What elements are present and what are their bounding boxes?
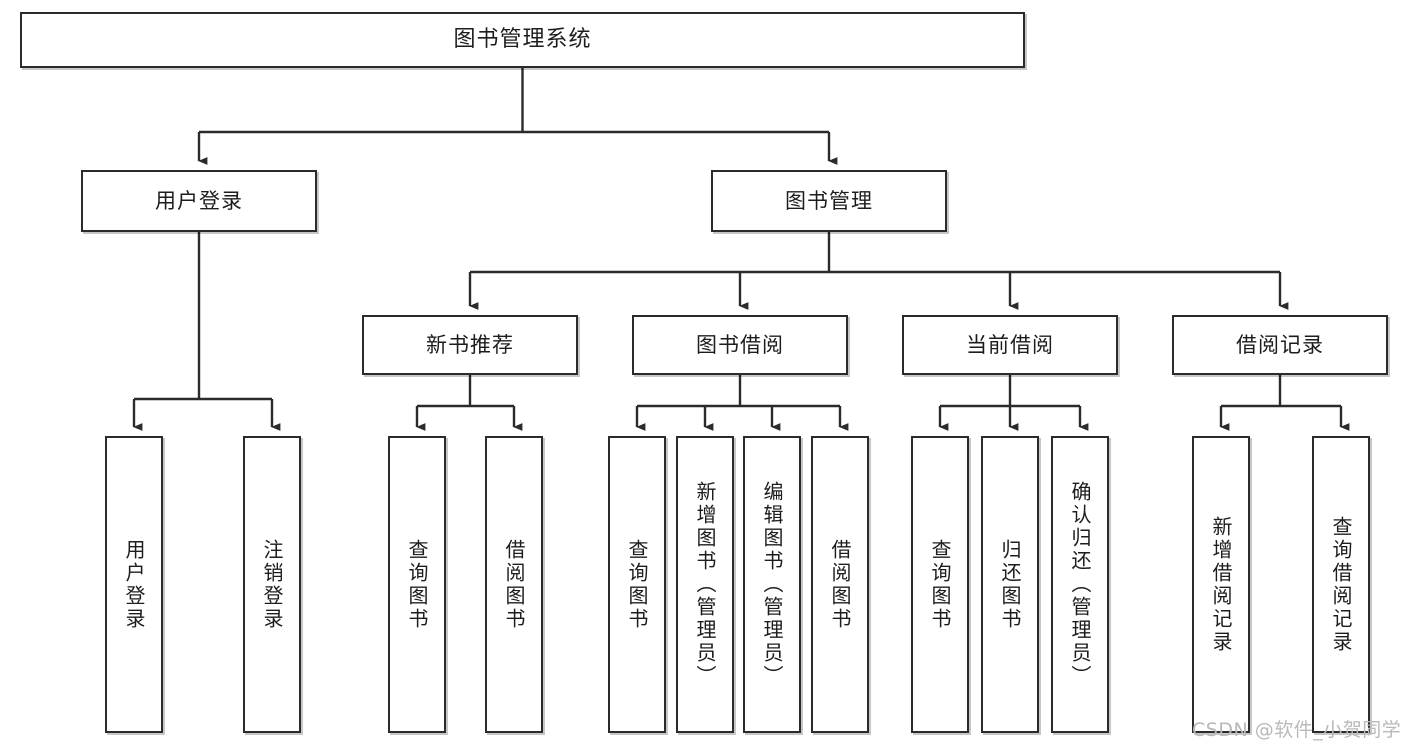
node-leaf-rec-query[interactable]: 查询图书 (388, 436, 446, 733)
node-label: 用户登录 (122, 538, 146, 631)
node-leaf-brw-add[interactable]: 新增图书（管理员） (676, 436, 734, 733)
node-new-book-rec[interactable]: 新书推荐 (362, 315, 578, 375)
node-label: 新增图书（管理员） (693, 481, 717, 688)
node-label: 图书借阅 (696, 332, 784, 357)
node-leaf-rec-add[interactable]: 新增借阅记录 (1192, 436, 1250, 733)
node-leaf-user-logout[interactable]: 注销登录 (243, 436, 301, 733)
node-label: 图书管理 (785, 188, 873, 213)
node-label: 借阅记录 (1236, 332, 1324, 357)
node-label: 注销登录 (260, 538, 284, 631)
node-book-borrow[interactable]: 图书借阅 (632, 315, 848, 375)
node-leaf-rec-query2[interactable]: 查询借阅记录 (1312, 436, 1370, 733)
node-label: 查询图书 (928, 538, 952, 631)
node-leaf-cur-confirm[interactable]: 确认归还（管理员） (1051, 436, 1109, 733)
node-leaf-brw-lend[interactable]: 借阅图书 (811, 436, 869, 733)
node-label: 确认归还（管理员） (1068, 481, 1092, 688)
node-current-borrow[interactable]: 当前借阅 (902, 315, 1118, 375)
node-label: 编辑图书（管理员） (760, 481, 784, 688)
node-leaf-brw-query[interactable]: 查询图书 (608, 436, 666, 733)
node-label: 图书管理系统 (453, 27, 592, 53)
node-leaf-user-login[interactable]: 用户登录 (105, 436, 163, 733)
watermark-csdn: CSDN @软件_小贺同学 (1192, 719, 1402, 741)
node-user-login[interactable]: 用户登录 (81, 170, 317, 232)
node-label: 查询图书 (405, 538, 429, 631)
node-leaf-cur-query[interactable]: 查询图书 (911, 436, 969, 733)
node-label: 借阅图书 (828, 538, 852, 631)
node-label: 新增借阅记录 (1209, 515, 1233, 654)
node-leaf-cur-return[interactable]: 归还图书 (981, 436, 1039, 733)
node-label: 新书推荐 (426, 332, 514, 357)
node-label: 归还图书 (998, 538, 1022, 631)
node-leaf-brw-edit[interactable]: 编辑图书（管理员） (743, 436, 801, 733)
node-label: 用户登录 (155, 188, 243, 213)
node-leaf-rec-borrow[interactable]: 借阅图书 (485, 436, 543, 733)
node-label: 当前借阅 (966, 332, 1054, 357)
node-label: 借阅图书 (502, 538, 526, 631)
node-book-manage[interactable]: 图书管理 (711, 170, 947, 232)
node-label: 查询图书 (625, 538, 649, 631)
node-root[interactable]: 图书管理系统 (20, 12, 1025, 68)
node-label: 查询借阅记录 (1329, 515, 1353, 654)
node-borrow-record[interactable]: 借阅记录 (1172, 315, 1388, 375)
